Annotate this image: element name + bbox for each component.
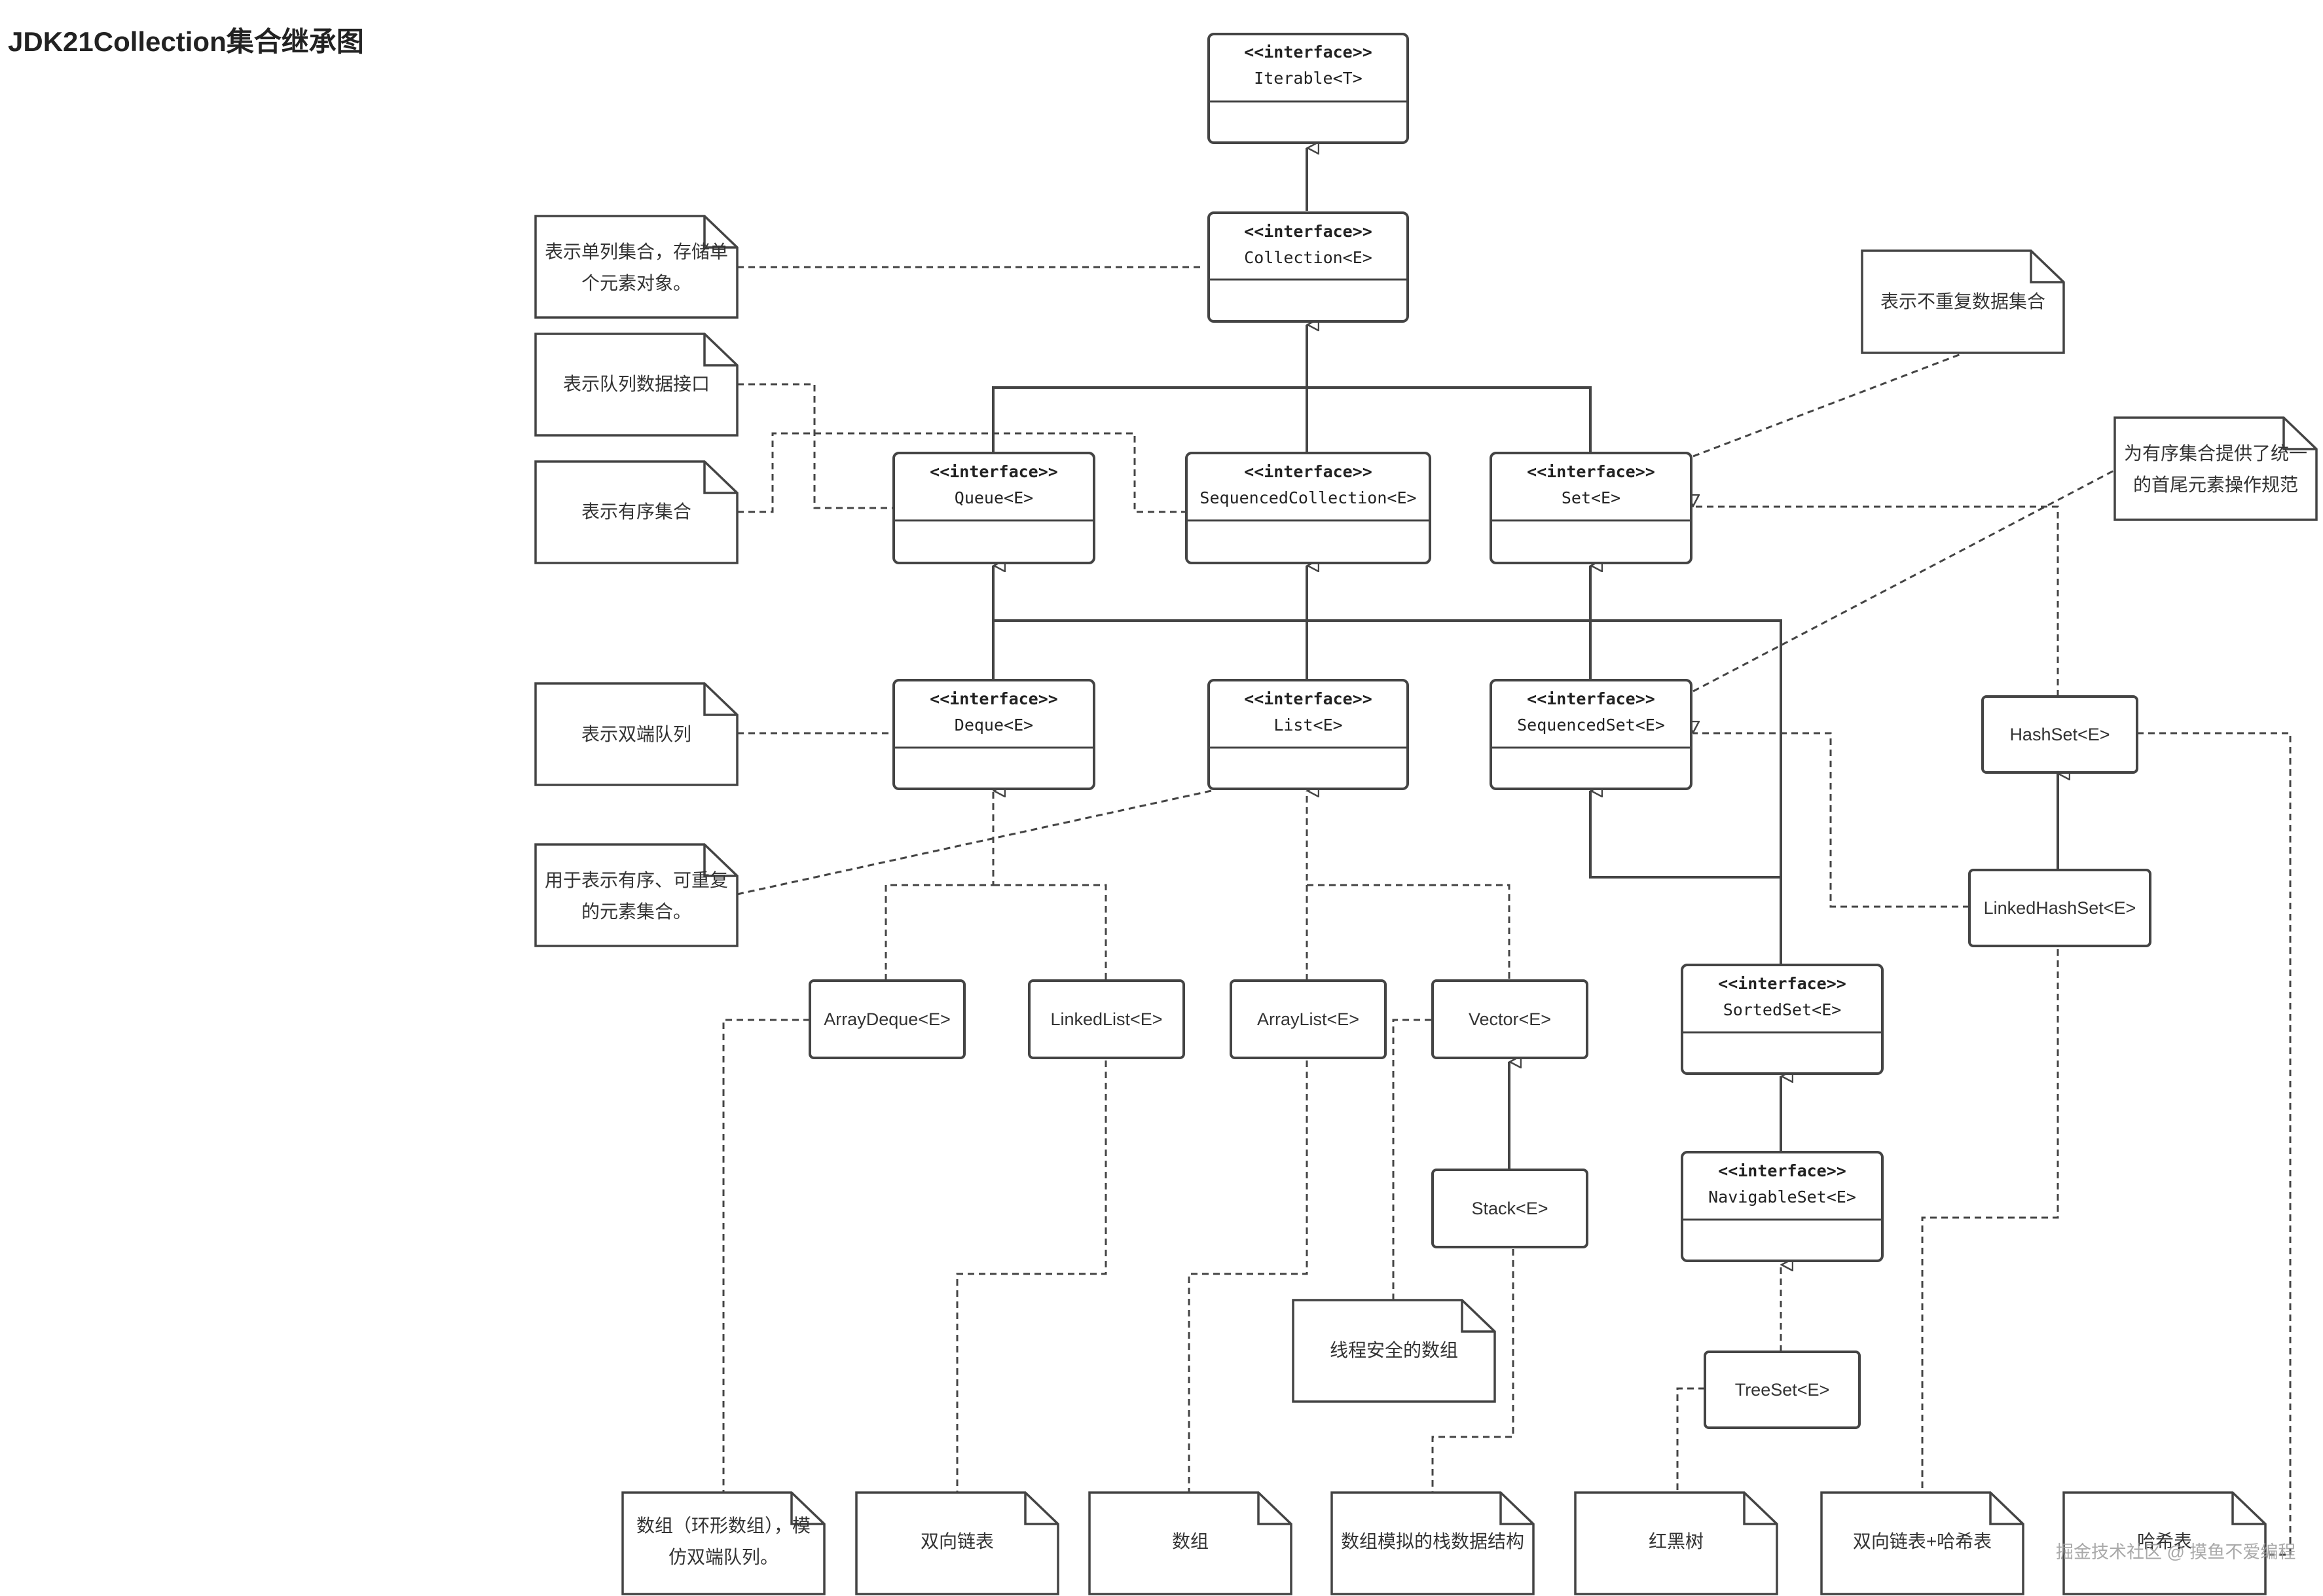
- class-name: HashSet<E>: [2009, 725, 2110, 744]
- note-line: 表示队列数据接口: [563, 374, 710, 394]
- note-queue: 表示队列数据接口: [534, 333, 739, 437]
- interface-name: SequencedCollection<E>: [1199, 488, 1416, 507]
- note-vector: 线程安全的数组: [1292, 1299, 1496, 1403]
- class-name: Vector<E>: [1469, 1009, 1551, 1029]
- note-sequenced-set: 为有序集合提供了统一 的首尾元素操作规范: [2113, 416, 2318, 521]
- class-name: ArrayDeque<E>: [824, 1009, 951, 1029]
- class-name: TreeSet<E>: [1735, 1380, 1830, 1400]
- interface-sorted-set[interactable]: <<interface>> SortedSet<E>: [1681, 964, 1884, 1075]
- note-line: 表示双端队列: [581, 724, 691, 744]
- stereotype-label: <<interface>>: [1244, 222, 1372, 241]
- note-deque: 表示双端队列: [534, 682, 739, 786]
- note-collection: 表示单列集合，存储单 个元素对象。: [534, 215, 739, 319]
- note-line: 双向链表+哈希表: [1853, 1531, 1992, 1551]
- dashed-edges: [722, 266, 2292, 1556]
- stereotype-label: <<interface>>: [1244, 43, 1372, 62]
- note-line: 双向链表: [921, 1531, 994, 1551]
- watermark: 掘金技术社区 @ 摸鱼不爱编程: [2056, 1542, 2296, 1562]
- note-line: 数组（环形数组），模: [636, 1515, 811, 1536]
- interface-set[interactable]: <<interface>> Set<E>: [1490, 452, 1692, 564]
- note-line: 用于表示有序、可重复: [545, 870, 728, 890]
- interface-name: Set<E>: [1562, 488, 1620, 507]
- interface-name: List<E>: [1273, 716, 1342, 735]
- class-tree-set[interactable]: TreeSet<E>: [1704, 1351, 1861, 1429]
- note-sequenced: 表示有序集合: [534, 460, 739, 564]
- interface-list[interactable]: <<interface>> List<E>: [1207, 679, 1409, 790]
- class-name: ArrayList<E>: [1257, 1009, 1359, 1029]
- interface-deque[interactable]: <<interface>> Deque<E>: [892, 679, 1095, 790]
- class-linked-list[interactable]: LinkedList<E>: [1028, 979, 1185, 1059]
- note-line: 为有序集合提供了统一: [2124, 443, 2307, 463]
- note-linked-hash-set: 双向链表+哈希表: [1820, 1491, 2024, 1595]
- interface-collection[interactable]: <<interface>> Collection<E>: [1207, 211, 1409, 323]
- class-name: LinkedHashSet<E>: [1984, 898, 2136, 918]
- stereotype-label: <<interface>>: [1718, 974, 1846, 993]
- note-stack: 数组模拟的栈数据结构: [1330, 1491, 1535, 1595]
- stereotype-label: <<interface>>: [930, 689, 1058, 708]
- stereotype-label: <<interface>>: [1244, 689, 1372, 708]
- class-name: LinkedList<E>: [1050, 1009, 1162, 1029]
- interface-sequenced-collection[interactable]: <<interface>> SequencedCollection<E>: [1185, 452, 1431, 564]
- note-line: 的元素集合。: [581, 901, 691, 922]
- interface-name: SequencedSet<E>: [1517, 716, 1665, 735]
- stereotype-label: <<interface>>: [1718, 1161, 1846, 1180]
- interface-queue[interactable]: <<interface>> Queue<E>: [892, 452, 1095, 564]
- note-list: 用于表示有序、可重复 的元素集合。: [534, 843, 739, 947]
- stereotype-label: <<interface>>: [1244, 462, 1372, 481]
- note-array-deque: 数组（环形数组），模 仿双端队列。: [621, 1491, 826, 1595]
- note-line: 线程安全的数组: [1330, 1340, 1458, 1360]
- stereotype-label: <<interface>>: [1527, 462, 1655, 481]
- note-array-list: 数组: [1088, 1491, 1292, 1595]
- interface-name: SortedSet<E>: [1723, 1000, 1842, 1019]
- class-vector[interactable]: Vector<E>: [1431, 979, 1588, 1059]
- class-array-deque[interactable]: ArrayDeque<E>: [809, 979, 966, 1059]
- note-line: 的首尾元素操作规范: [2133, 475, 2298, 495]
- note-line: 表示有序集合: [581, 501, 691, 522]
- stereotype-label: <<interface>>: [1527, 689, 1655, 708]
- class-linked-hash-set[interactable]: LinkedHashSet<E>: [1968, 869, 2151, 947]
- note-line: 个元素对象。: [581, 273, 691, 293]
- solid-edges: [992, 148, 2058, 1170]
- class-array-list[interactable]: ArrayList<E>: [1230, 979, 1387, 1059]
- stereotype-label: <<interface>>: [930, 462, 1058, 481]
- note-set: 表示不重复数据集合: [1861, 249, 2065, 354]
- note-tree-set: 红黑树: [1574, 1491, 1778, 1595]
- class-hash-set[interactable]: HashSet<E>: [1981, 695, 2138, 774]
- interface-name: Deque<E>: [955, 716, 1033, 735]
- class-stack[interactable]: Stack<E>: [1431, 1169, 1588, 1248]
- note-line: 数组模拟的栈数据结构: [1341, 1531, 1524, 1551]
- note-line: 仿双端队列。: [668, 1547, 778, 1567]
- note-linked-list: 双向链表: [855, 1491, 1059, 1595]
- interface-name: Queue<E>: [955, 488, 1033, 507]
- note-hash-set: 哈希表: [2062, 1491, 2267, 1595]
- note-line: 红黑树: [1649, 1531, 1704, 1551]
- interface-name: Iterable<T>: [1254, 69, 1363, 88]
- note-line: 哈希表: [2137, 1531, 2192, 1551]
- note-line: 表示单列集合，存储单: [545, 242, 728, 262]
- page-title: JDK21Collection集合继承图: [8, 26, 364, 57]
- interface-name: NavigableSet<E>: [1708, 1188, 1856, 1206]
- note-line: 数组: [1172, 1531, 1209, 1551]
- interface-name: Collection<E>: [1244, 248, 1372, 267]
- class-name: Stack<E>: [1471, 1199, 1548, 1218]
- interface-iterable[interactable]: <<interface>> Iterable<T>: [1207, 33, 1409, 144]
- note-line: 表示不重复数据集合: [1880, 291, 2045, 312]
- interface-navigable-set[interactable]: <<interface>> NavigableSet<E>: [1681, 1151, 1884, 1262]
- interface-sequenced-set[interactable]: <<interface>> SequencedSet<E>: [1490, 679, 1692, 790]
